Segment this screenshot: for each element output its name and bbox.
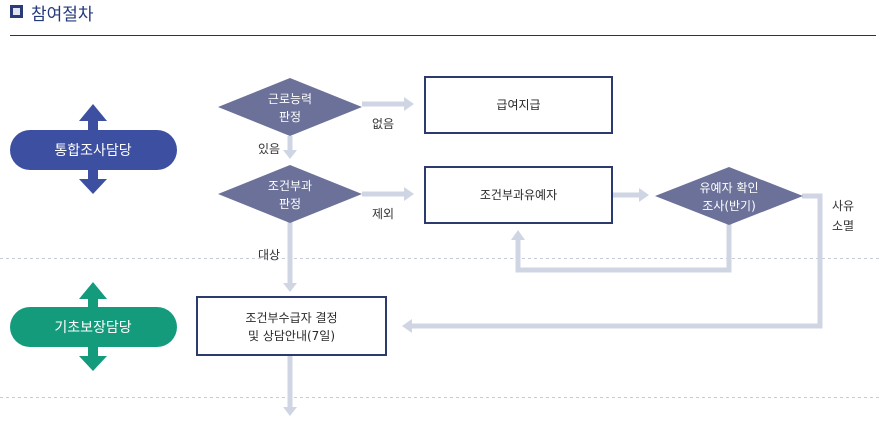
role-integrated-label: 통합조사담당 <box>54 143 131 159</box>
process-label: 조건부과유예자 <box>480 188 557 202</box>
process-box <box>424 76 613 134</box>
process-conditional-recipient: 조건부수급자 결정 및 상담안내(7일) <box>196 296 387 356</box>
decision-label-line2: 판정 <box>279 110 301 124</box>
role-basic-label: 기초보장담당 <box>54 320 131 336</box>
process-deferred: 조건부과유예자 <box>424 166 613 224</box>
connector-loop <box>515 224 732 273</box>
arrow-down-icon <box>79 356 107 371</box>
connector-arrowhead <box>639 188 649 202</box>
connector-arrowhead <box>283 150 297 159</box>
edge-label-reason-line1: 사유 <box>832 199 854 213</box>
edge-label-reason-line2: 소멸 <box>832 219 854 233</box>
edge-label-none: 없음 <box>372 117 394 131</box>
page-title: 참여절차 <box>31 5 94 25</box>
connector-arrowhead <box>402 319 412 333</box>
decision-label-line1: 조건부과 <box>268 179 312 193</box>
title-square-icon <box>10 5 23 18</box>
process-box <box>196 296 387 356</box>
decision-label-line2: 조사(반기) <box>702 199 756 213</box>
decision-diamond <box>655 167 803 225</box>
edge-label-excluded: 제외 <box>372 207 394 221</box>
process-label: 급여지급 <box>496 98 540 112</box>
decision-label-line1: 유예자 확인 <box>699 181 758 195</box>
connector-line <box>410 193 823 329</box>
decision-work-ability: 근로능력 판정 <box>218 78 362 136</box>
process-label-line2: 및 상담안내(7일) <box>248 329 335 343</box>
edge-label-yes: 있음 <box>258 142 280 156</box>
connectors <box>283 97 823 416</box>
role-integrated: 통합조사담당 <box>10 104 177 194</box>
decision-diamond <box>218 78 362 136</box>
arrow-down-icon <box>79 179 107 194</box>
process-benefit-payment: 급여지급 <box>424 76 613 134</box>
process-box <box>424 166 613 224</box>
decision-label-line2: 판정 <box>279 197 301 211</box>
decision-diamond <box>218 165 362 223</box>
decision-label-line1: 근로능력 <box>268 92 312 106</box>
connector-arrowhead <box>511 230 525 240</box>
connector-arrowhead <box>283 283 297 292</box>
decision-conditional: 조건부과 판정 <box>218 165 362 223</box>
decision-deferral-check: 유예자 확인 조사(반기) <box>655 167 803 225</box>
edge-label-target: 대상 <box>258 248 280 262</box>
arrow-up-icon <box>79 282 107 299</box>
arrow-up-icon <box>79 104 107 121</box>
role-basic: 기초보장담당 <box>10 282 177 371</box>
connector-arrowhead <box>404 97 414 111</box>
role-integrated-pill <box>10 130 177 170</box>
connector-arrowhead <box>283 407 297 416</box>
connector-arrowhead <box>404 187 414 201</box>
process-label-line1: 조건부수급자 결정 <box>245 311 337 325</box>
role-basic-pill <box>10 307 177 347</box>
